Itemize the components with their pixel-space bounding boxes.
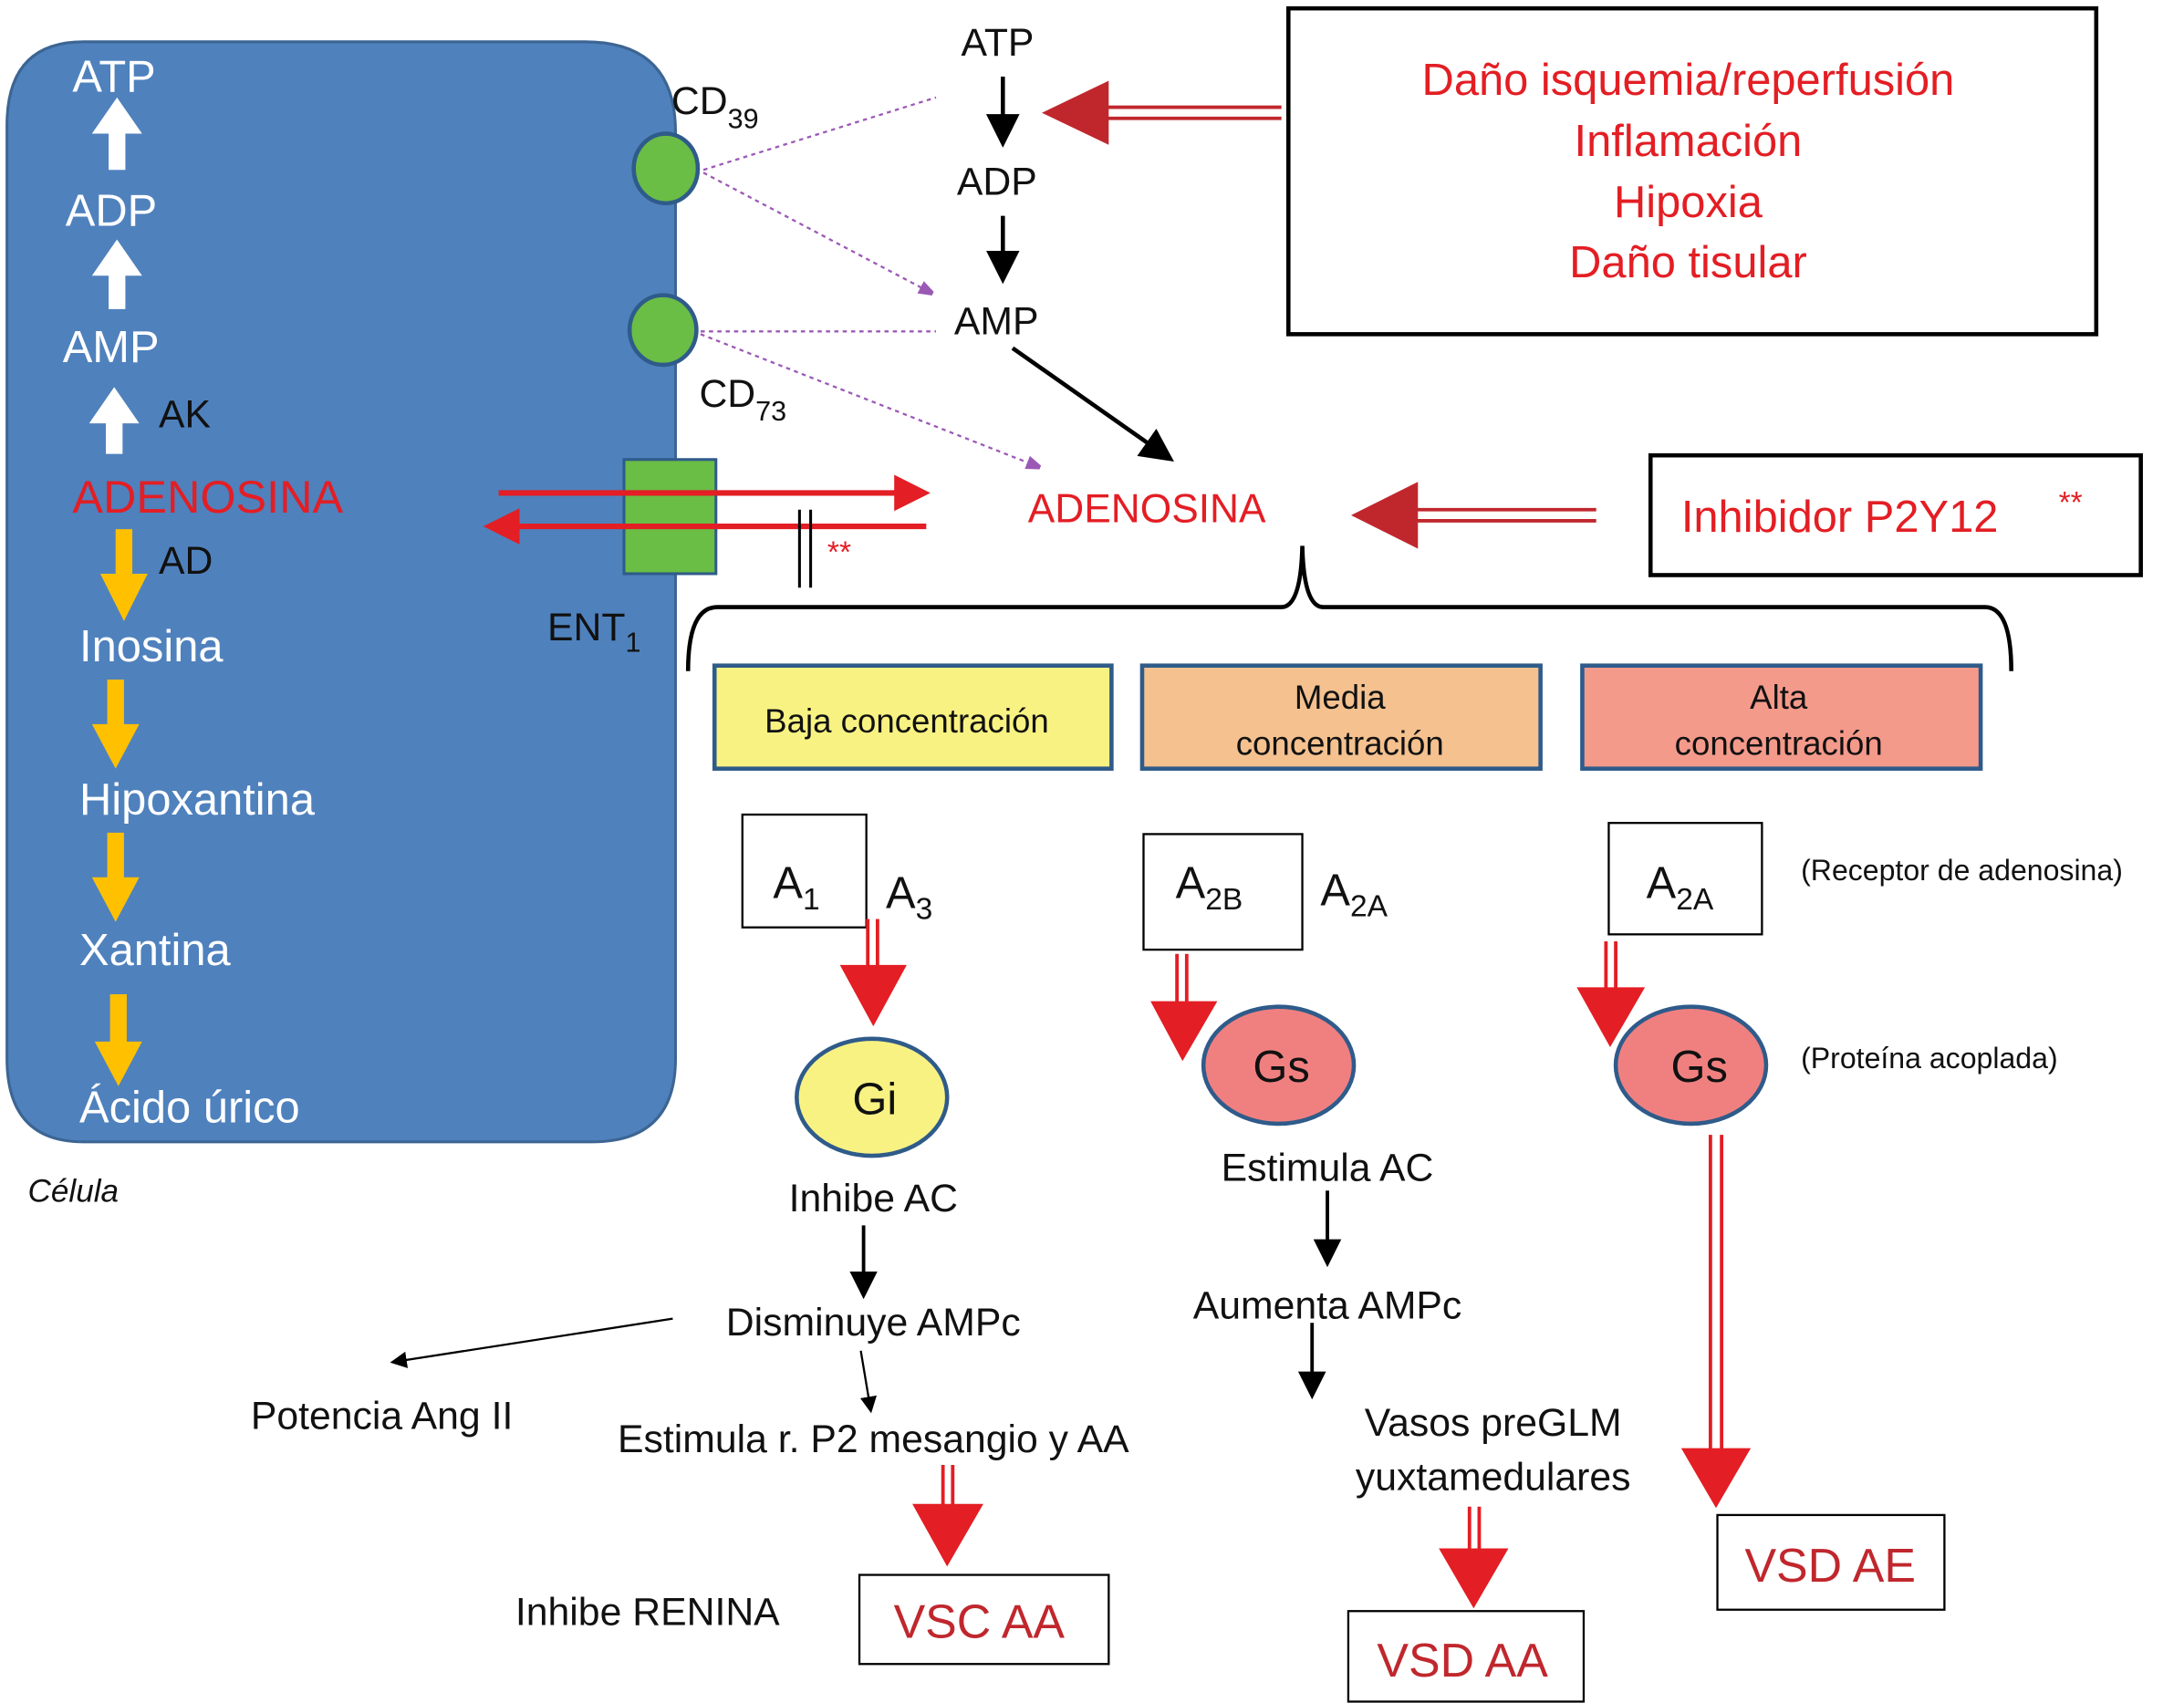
- arrow-up-icon: [91, 97, 142, 171]
- medium-concentration-box: [1139, 663, 1543, 771]
- causes-list: Daño isquemia/reperfusión Inflamación Hi…: [1422, 56, 1955, 287]
- arrow-down-icon: [91, 832, 140, 922]
- gs-protein-high: [1613, 1004, 1769, 1127]
- cause-item: Inflamación: [1575, 117, 1803, 166]
- low-black-arrows: [390, 1225, 878, 1414]
- cause-item: Daño isquemia/reperfusión: [1422, 56, 1955, 105]
- enzyme-ad: AD: [159, 539, 213, 583]
- cd73-label: CD73: [699, 372, 786, 427]
- gi-label: Gi: [852, 1075, 897, 1124]
- inhibition-mark: **: [827, 536, 851, 570]
- cell-body: [5, 40, 678, 1144]
- receptor-a2a-high: A2A: [1647, 859, 1714, 917]
- arrow-up-icon: [91, 239, 142, 309]
- outcome-vsc-aa: VSC AA: [894, 1594, 1066, 1647]
- receptor-a1: A1: [773, 859, 819, 917]
- arrow-down-icon: [1680, 1135, 1752, 1509]
- causes-arrow: [1042, 80, 1282, 145]
- cell-hipoxantina: Hipoxantina: [79, 775, 316, 825]
- extra-atp: ATP: [961, 21, 1034, 65]
- cause-item: Hipoxia: [1614, 178, 1763, 227]
- protein-note: (Proteína acoplada): [1801, 1042, 2058, 1075]
- medium-step-aumenta-ampc: Aumenta AMPc: [1193, 1284, 1462, 1328]
- arrow-down-icon: [839, 919, 907, 1027]
- low-step-inhibe-ac: Inhibe AC: [789, 1177, 958, 1220]
- outcome-vsd-aa-box: [1347, 1610, 1586, 1703]
- cd73-enzyme: [627, 293, 699, 368]
- receptor-a2a-box: [1607, 822, 1763, 936]
- cd39-enzyme: [631, 131, 701, 206]
- receptor-a2b-box: [1142, 833, 1304, 951]
- cell-amp: AMP: [63, 323, 160, 372]
- outcome-vsc-aa-box: [858, 1573, 1110, 1666]
- receptor-a2b: A2B: [1176, 859, 1243, 917]
- receptor-a3: A3: [886, 868, 932, 926]
- enzyme-dotted-lines: [700, 96, 1037, 467]
- arrow-up-icon: [88, 387, 140, 454]
- cell-atp: ATP: [72, 53, 155, 102]
- extra-adenosina: ADENOSINA: [1028, 486, 1266, 531]
- extra-amp: AMP: [954, 299, 1039, 343]
- concentration-brace: [685, 545, 2013, 671]
- inhibitor-box: [1648, 452, 2143, 577]
- arrow-down-icon: [99, 529, 148, 621]
- outcome-vsd-ae-box: [1716, 1513, 1946, 1611]
- enzyme-ak: AK: [159, 393, 212, 437]
- low-inhibe-renina: Inhibe RENINA: [515, 1591, 780, 1635]
- inhibitor-mark: **: [2059, 486, 2083, 520]
- outcome-vsd-aa: VSD AA: [1377, 1634, 1548, 1687]
- arrow-down-icon: [1150, 953, 1218, 1062]
- inhibitor-label: Inhibidor P2Y12: [1681, 493, 1999, 542]
- ent1-transporter: [622, 458, 718, 576]
- gs-label-high: Gs: [1670, 1043, 1727, 1092]
- low-step-disminuye-ampc: Disminuye AMPc: [726, 1301, 1021, 1345]
- ent-transport-arrows: **: [483, 474, 931, 588]
- receptor-a1-box: [741, 813, 868, 929]
- cell-xantina: Xantina: [79, 926, 232, 975]
- low-concentration-box: [712, 663, 1114, 771]
- arrow-down-icon: [1439, 1506, 1509, 1609]
- red-signal-arrows: [839, 919, 1752, 1609]
- cell-adp: ADP: [66, 186, 157, 235]
- causes-box: [1285, 5, 2099, 337]
- receptor-a2a: A2A: [1320, 866, 1388, 923]
- medium-step-yuxtamedulares: yuxtamedulares: [1356, 1455, 1631, 1499]
- low-step-estimula-p2: Estimula r. P2 mesangio y AA: [618, 1417, 1129, 1461]
- ent1-label: ENT1: [547, 606, 640, 658]
- arrow-right-icon: [894, 474, 931, 512]
- low-concentration-label: Baja concentración: [764, 702, 1049, 740]
- white-up-arrows: [88, 97, 142, 454]
- receptor-note: (Receptor de adenosina): [1801, 854, 2123, 887]
- arrow-left-icon: [483, 508, 520, 545]
- cell-adenosina: ADENOSINA: [72, 471, 343, 523]
- arrow-down-icon: [91, 679, 140, 769]
- cell-acido-urico: Ácido úrico: [79, 1083, 300, 1132]
- cd39-label: CD39: [671, 79, 759, 134]
- high-concentration-box: [1580, 663, 1983, 771]
- medium-black-arrows: [1297, 1190, 1342, 1400]
- outcome-vsd-ae: VSD AE: [1744, 1539, 1915, 1592]
- cell-inosina: Inosina: [79, 622, 224, 671]
- high-concentration-label: Alta: [1750, 679, 1808, 716]
- gi-protein: [795, 1036, 950, 1158]
- black-chain-arrows: [985, 76, 1174, 462]
- orange-down-arrows: [91, 529, 148, 1086]
- arrow-down-icon: [912, 1464, 983, 1567]
- medium-step-estimula-ac: Estimula AC: [1222, 1147, 1434, 1190]
- arrow-down-icon: [1576, 940, 1646, 1047]
- medium-concentration-label: concentración: [1236, 724, 1444, 762]
- cell-label: Célula: [28, 1173, 120, 1209]
- medium-concentration-label: Media: [1295, 679, 1386, 716]
- gs-label-medium: Gs: [1253, 1043, 1309, 1092]
- inhibitor-arrow: [1350, 482, 1596, 549]
- high-concentration-label: concentración: [1675, 724, 1883, 762]
- arrow-down-icon: [94, 993, 142, 1086]
- cell: ATP ADP AMP ADENOSINA Inosina Hipoxantin…: [5, 40, 678, 1209]
- cause-item: Daño tisular: [1569, 238, 1807, 287]
- low-side-potencia-ang: Potencia Ang II: [251, 1394, 514, 1438]
- extra-adp: ADP: [957, 161, 1037, 204]
- gs-protein-medium: [1201, 1004, 1357, 1127]
- medium-step-vasos: Vasos preGLM: [1365, 1401, 1622, 1445]
